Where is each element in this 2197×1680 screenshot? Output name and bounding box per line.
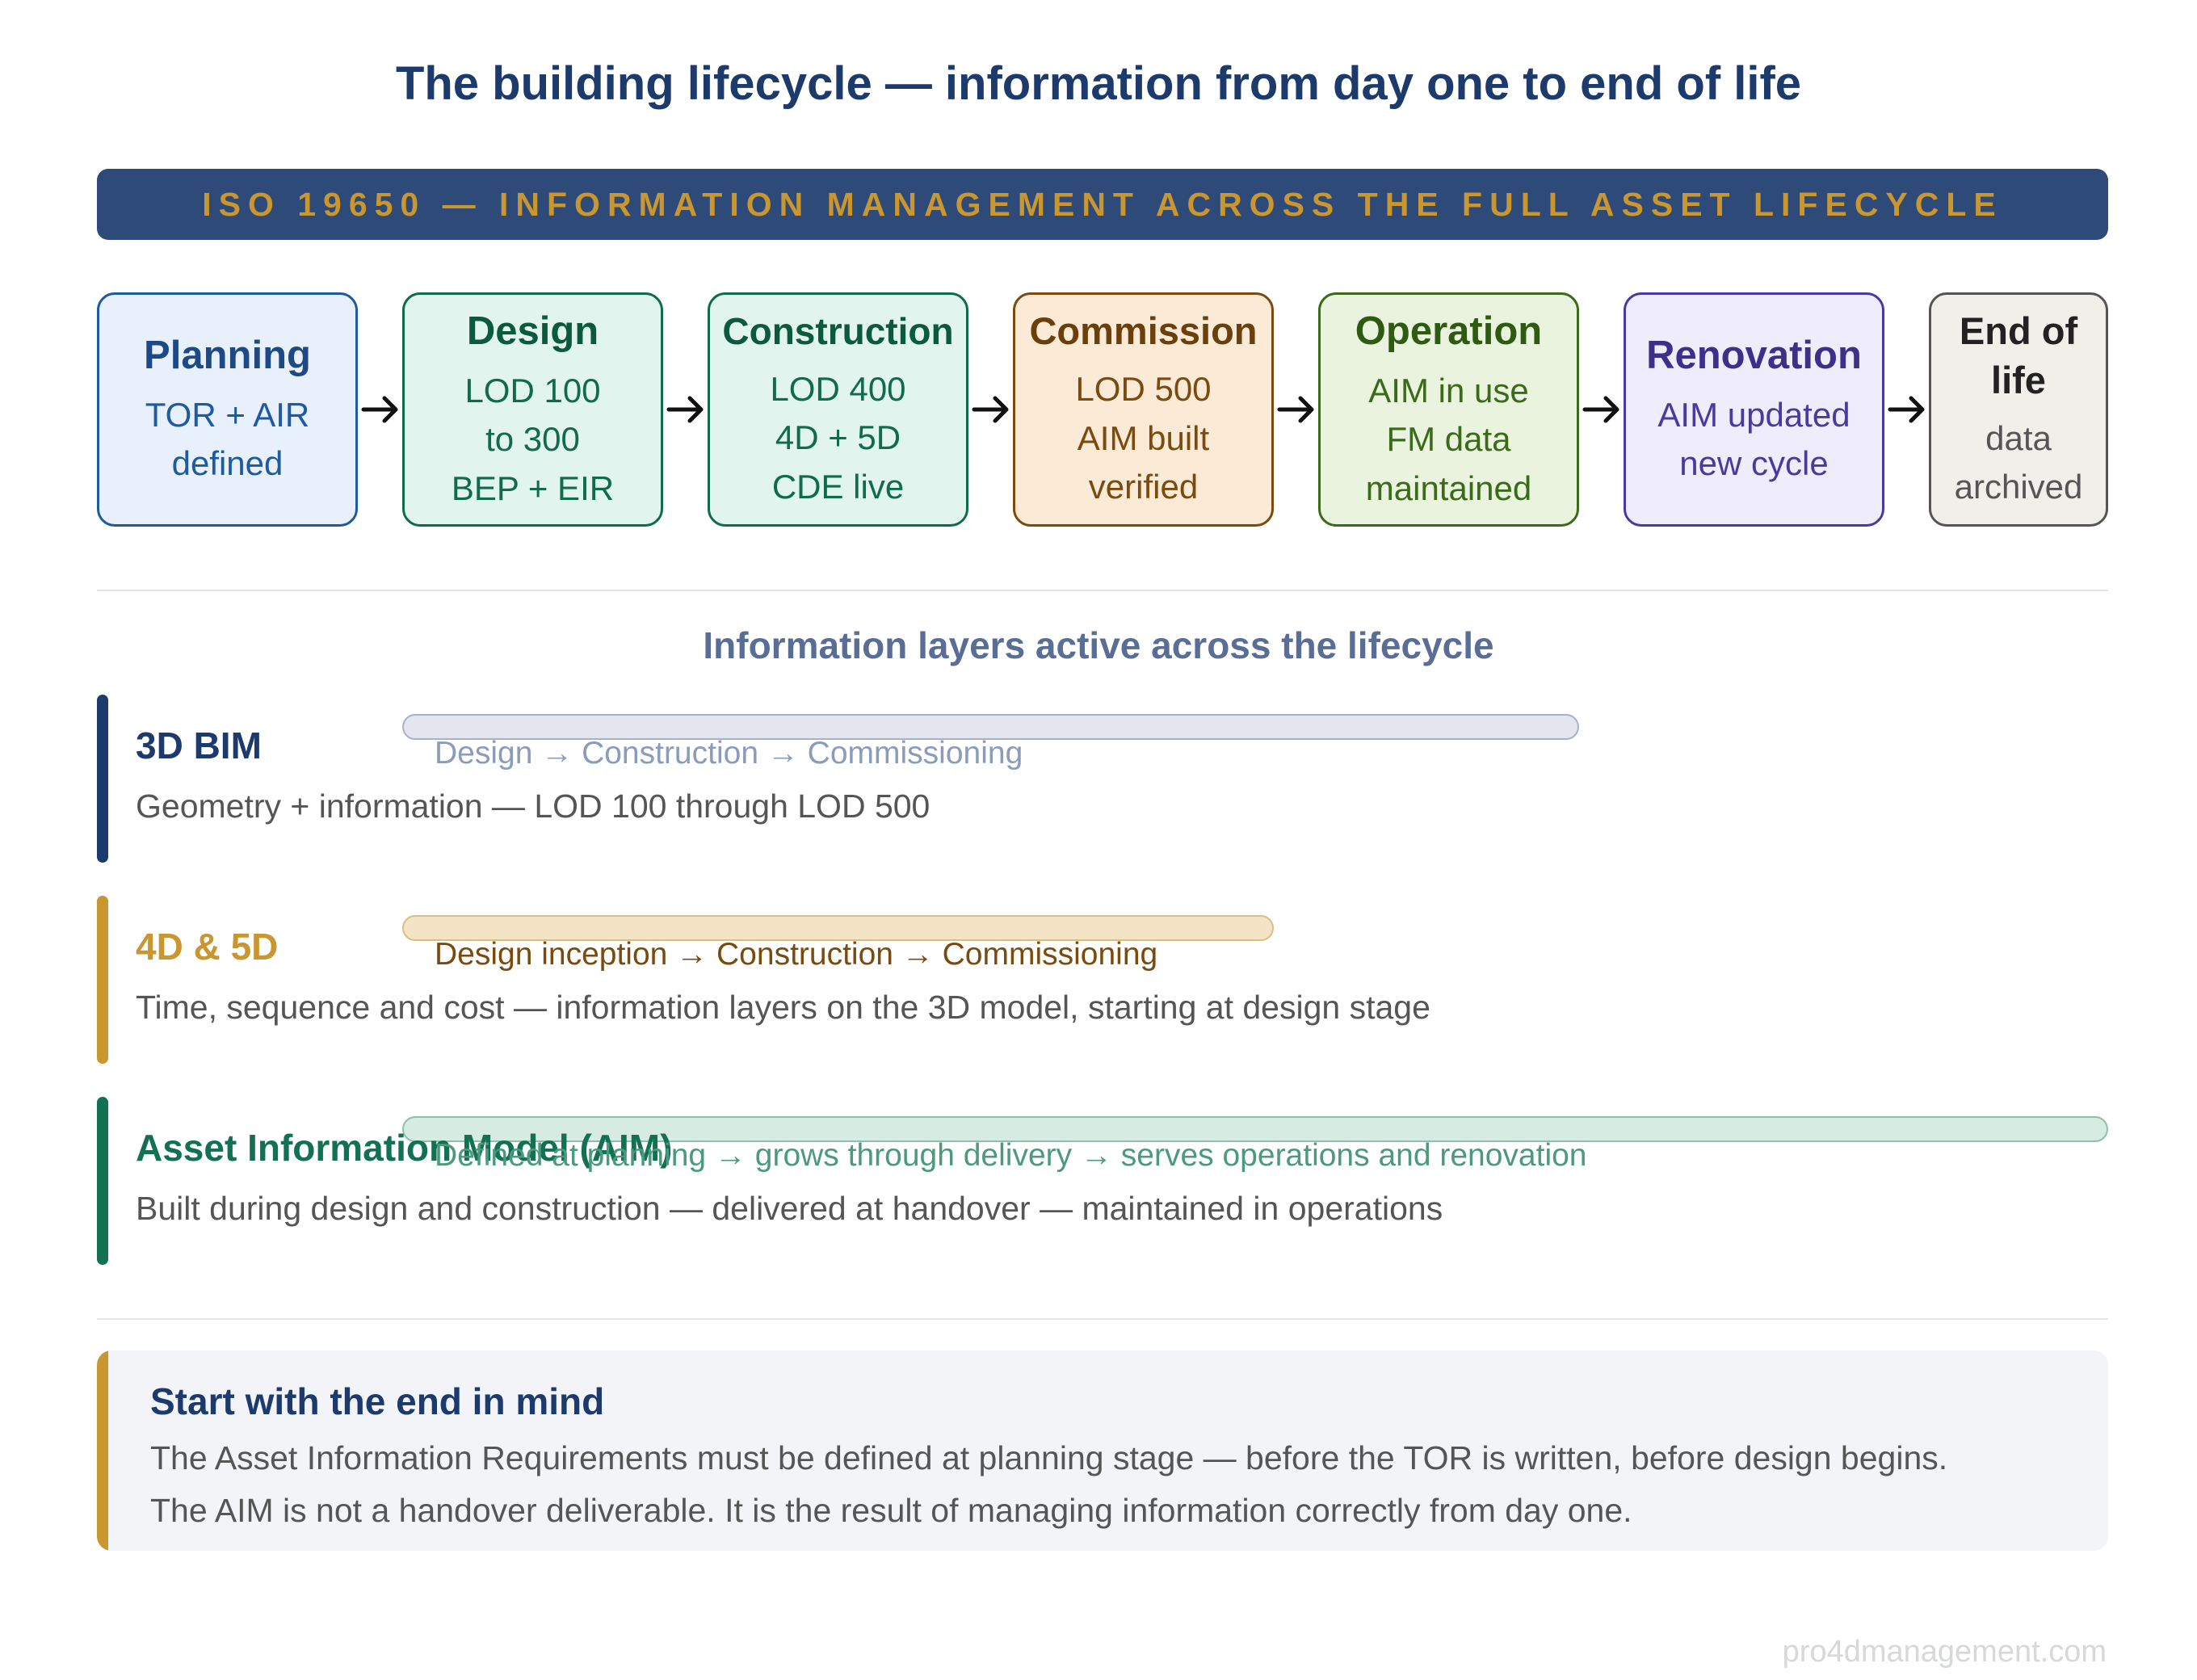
- layer-description: Time, sequence and cost — information la…: [136, 989, 1430, 1026]
- stage-title: Planning: [144, 334, 311, 378]
- layer-span-bar: [402, 1116, 2108, 1142]
- arrow-right-icon: [972, 396, 1009, 423]
- layer-accent-bar: [97, 1097, 108, 1265]
- layer-accent-bar: [97, 695, 108, 863]
- stage-title: Operation: [1355, 309, 1543, 353]
- callout-accent-bar: [97, 1350, 108, 1551]
- divider: [97, 1318, 2108, 1320]
- stage-detail: LOD 100: [464, 371, 601, 410]
- stage-detail: to 300: [485, 420, 580, 459]
- stage-title: End of: [1959, 309, 2078, 353]
- layer-span-label: Design inception → Construction → Commis…: [435, 937, 1158, 972]
- stage-end-of-life: End of life data archived: [1929, 292, 2108, 527]
- divider: [97, 590, 2108, 591]
- stage-construction: Construction LOD 400 4D + 5D CDE live: [708, 292, 968, 527]
- stage-title: life: [1991, 358, 2046, 401]
- layer-accent-bar: [97, 896, 108, 1064]
- stage-detail: 4D + 5D: [775, 418, 901, 457]
- stage-detail: archived: [1954, 468, 2083, 506]
- layer-title: 3D BIM: [136, 724, 262, 766]
- stage-title: Design: [466, 309, 599, 353]
- arrow-right-icon: [361, 396, 398, 423]
- stage-detail: data: [1985, 418, 2052, 457]
- iso-banner: ISO 19650 — INFORMATION MANAGEMENT ACROS…: [97, 169, 2108, 240]
- arrow-right-icon: [1277, 396, 1314, 423]
- stage-detail: AIM built: [1077, 418, 1210, 457]
- callout-text-line: The AIM is not a handover deliverable. I…: [150, 1492, 1632, 1529]
- arrow-right-icon: [1888, 396, 1925, 423]
- stage-detail: verified: [1088, 468, 1199, 506]
- stage-detail: AIM in use: [1368, 371, 1529, 410]
- stage-detail: maintained: [1365, 468, 1532, 507]
- footer-watermark: pro4dmanagement.com: [1782, 1635, 2107, 1669]
- stage-title: Commission: [1029, 309, 1258, 353]
- layer-span-bar: [402, 714, 1579, 740]
- stage-renovation: Renovation AIM updated new cycle: [1624, 292, 1884, 527]
- stage-title: Construction: [722, 309, 954, 352]
- layer-title: 4D & 5D: [136, 926, 279, 968]
- stage-detail: FM data: [1386, 420, 1511, 459]
- stage-detail: AIM updated: [1657, 395, 1850, 434]
- layer-span-bar: [402, 915, 1274, 941]
- stage-detail: BEP + EIR: [451, 468, 615, 507]
- page-title: The building lifecycle — information fro…: [395, 57, 1802, 110]
- stage-detail: defined: [171, 444, 284, 483]
- stage-planning: Planning TOR + AIR defined: [97, 292, 358, 527]
- stage-design: Design LOD 100 to 300 BEP + EIR: [402, 292, 663, 527]
- stage-operation: Operation AIM in use FM data maintained: [1318, 292, 1579, 527]
- layer-description: Geometry + information — LOD 100 through…: [136, 788, 930, 825]
- stage-title: Renovation: [1646, 334, 1862, 378]
- callout-text-line: The Asset Information Requirements must …: [150, 1439, 1948, 1476]
- stage-detail: LOD 400: [770, 369, 906, 408]
- layer-title: Asset Information Model (AIM): [136, 1127, 673, 1169]
- stage-detail: CDE live: [771, 467, 905, 506]
- stage-commission: Commission LOD 500 AIM built verified: [1013, 292, 1274, 527]
- stage-detail: TOR + AIR: [145, 395, 310, 434]
- arrow-right-icon: [666, 396, 704, 423]
- layer-description: Built during design and construction — d…: [136, 1190, 1443, 1227]
- arrow-right-icon: [1582, 396, 1619, 423]
- stage-detail: new cycle: [1679, 444, 1829, 483]
- section-subheading: Information layers active across the lif…: [703, 624, 1494, 666]
- callout-box: Start with the end in mind The Asset Inf…: [97, 1350, 2108, 1551]
- layer-span-label: Defined at planning → grows through deli…: [435, 1138, 1587, 1173]
- callout-title: Start with the end in mind: [150, 1380, 605, 1422]
- stage-detail: LOD 500: [1075, 370, 1212, 409]
- layer-span-label: Design → Construction → Commissioning: [435, 736, 1023, 771]
